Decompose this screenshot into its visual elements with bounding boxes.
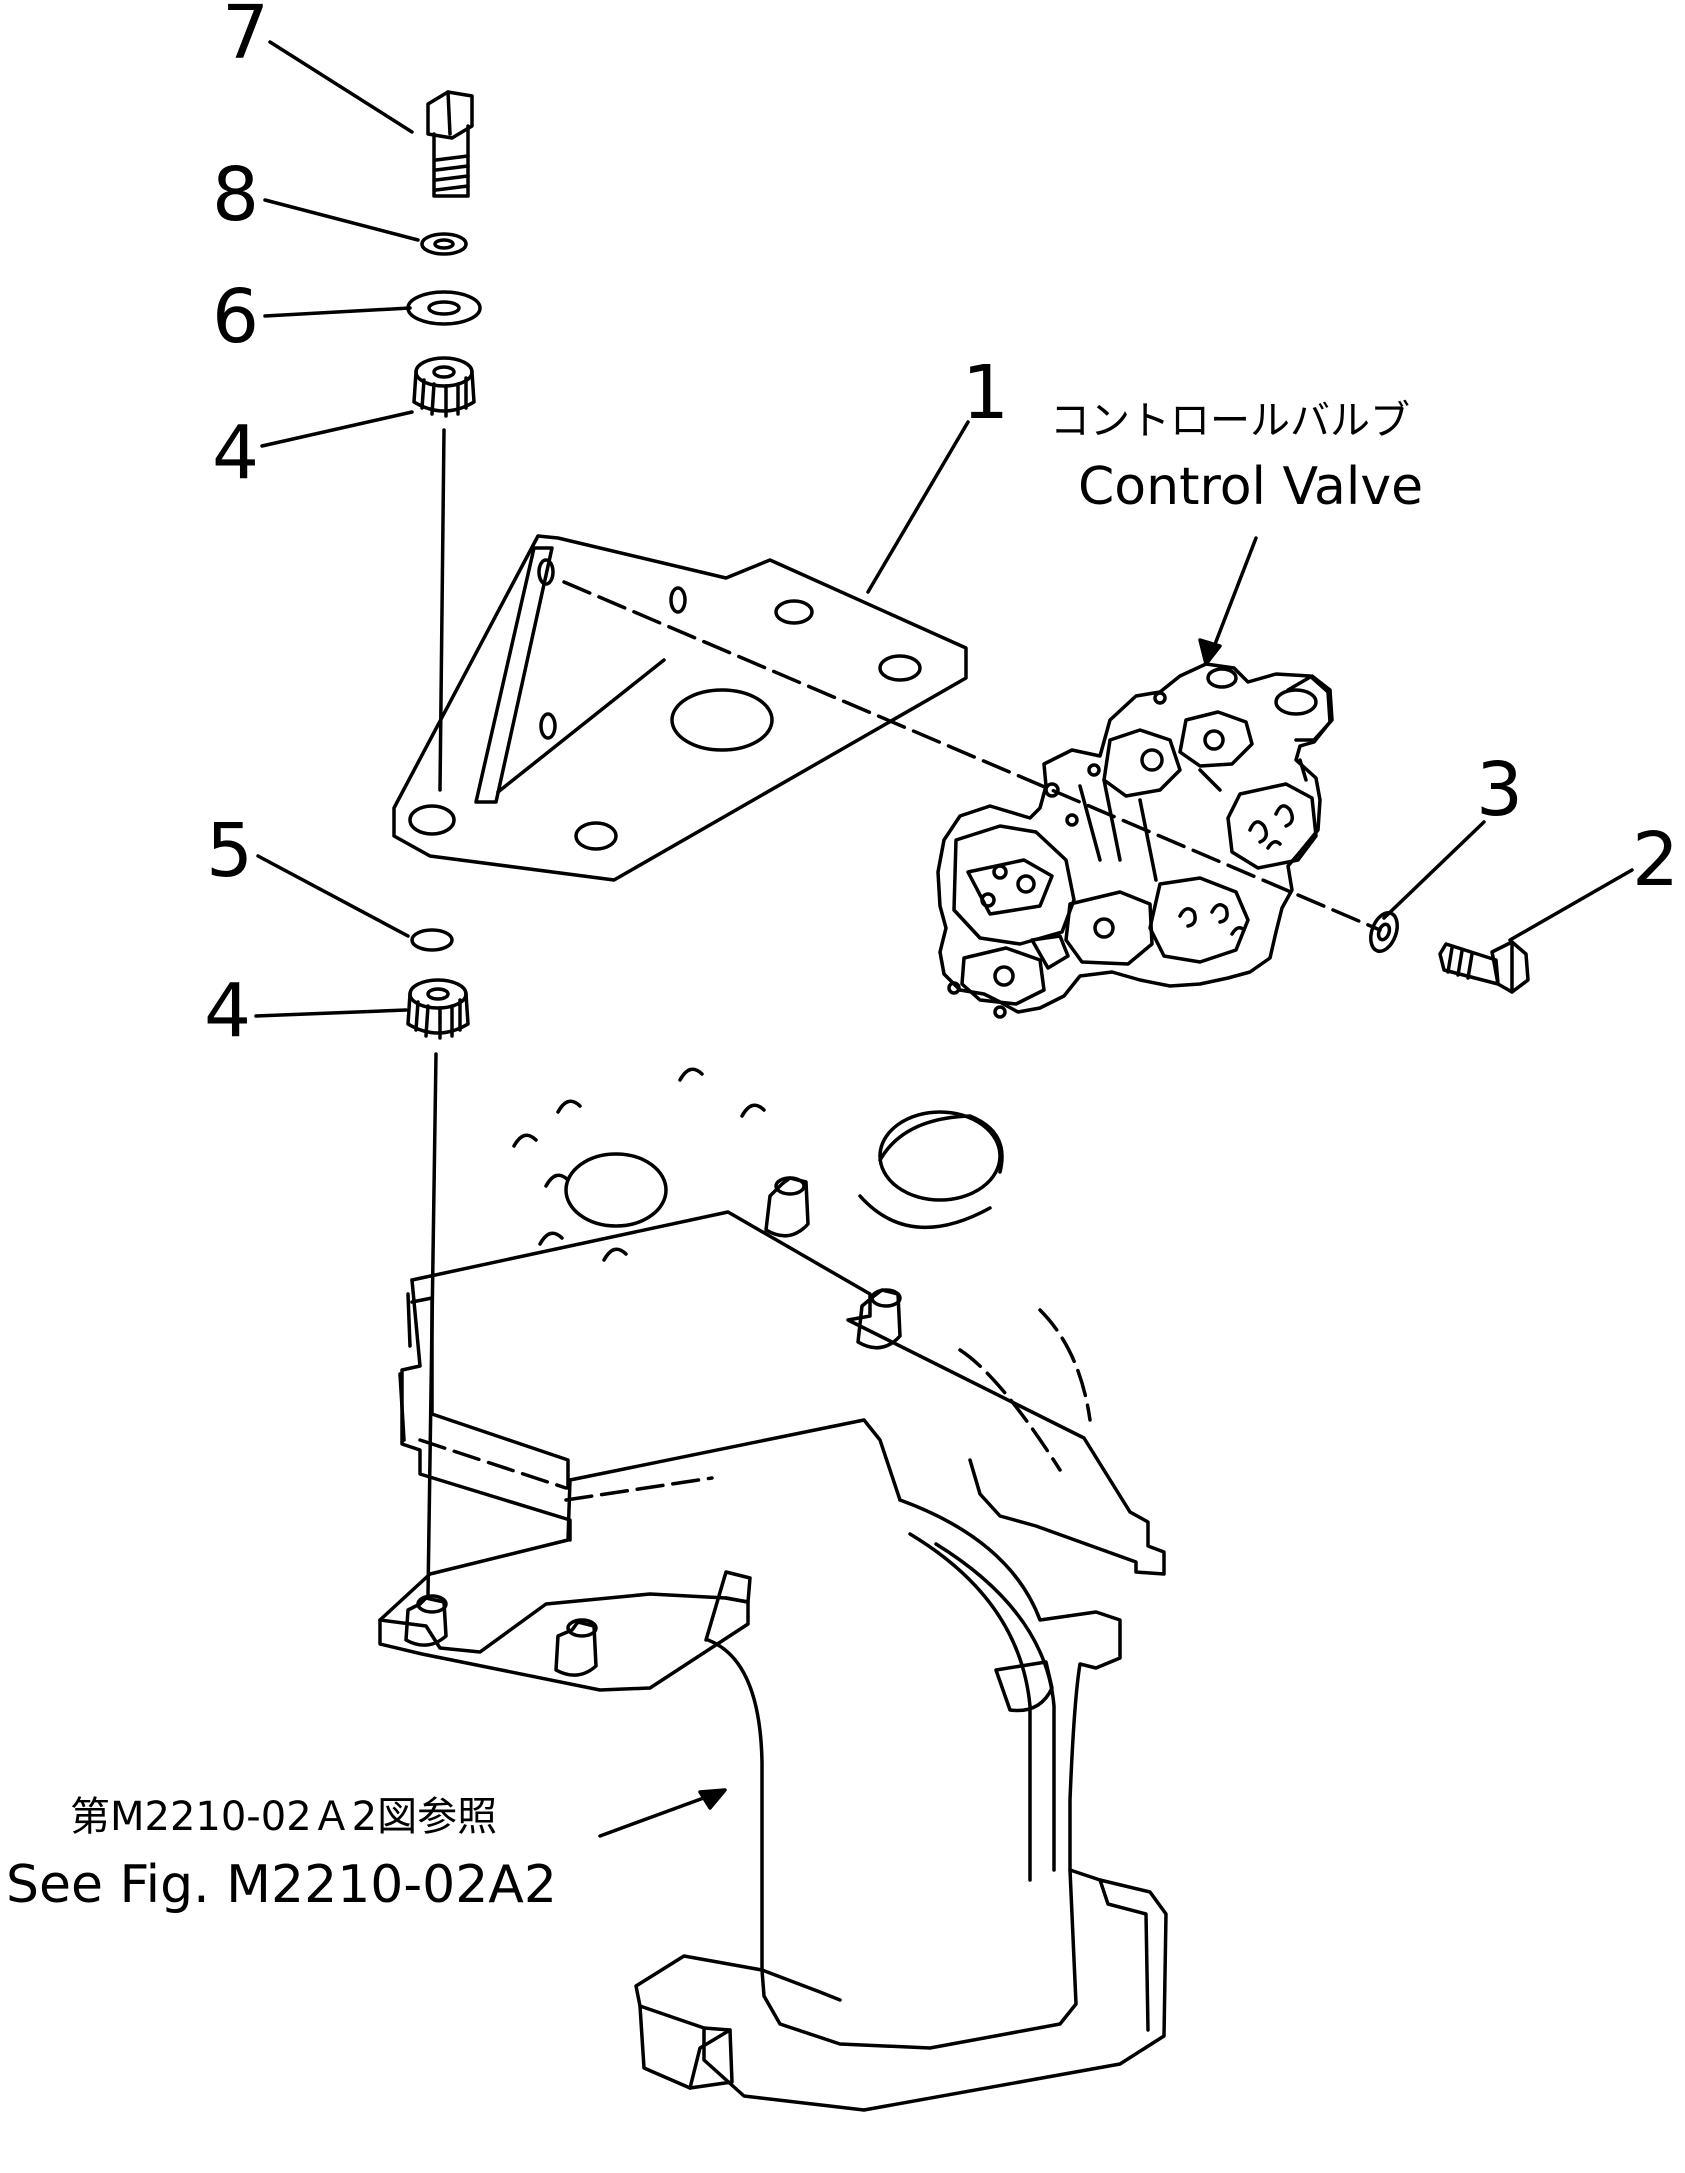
callout-4-lower: 4 <box>204 968 251 1054</box>
rubber-mount-4-upper-icon <box>412 356 476 418</box>
callout-1: 1 <box>962 350 1009 436</box>
callout-7: 7 <box>222 0 269 76</box>
callout-5: 5 <box>206 808 253 894</box>
rubber-mount-4-lower-icon <box>406 978 470 1040</box>
control-valve-label-jp: コントロールバルブ <box>1050 398 1410 444</box>
centerline-upper <box>438 428 446 792</box>
washer-3-icon <box>1369 911 1399 953</box>
bolt-7-icon <box>426 90 474 198</box>
leader-lines <box>254 40 1634 1838</box>
control-valve-label-en: Control Valve <box>1078 457 1423 517</box>
control-valve-icon <box>936 662 1334 1019</box>
reference-label-jp: 第M2210-02Ａ2図参照 <box>70 1794 497 1840</box>
washer-6-icon <box>406 290 482 326</box>
o-ring-5-icon <box>410 928 454 952</box>
reference-label-en: See Fig. M2210-02A2 <box>6 1855 557 1915</box>
callout-3: 3 <box>1476 747 1523 833</box>
callout-2: 2 <box>1632 817 1679 903</box>
washer-8-icon <box>420 232 468 256</box>
callout-4-upper: 4 <box>212 410 259 496</box>
mounting-axis <box>562 580 1382 932</box>
callout-6: 6 <box>212 274 259 360</box>
frame-support-icon <box>378 1067 1168 2112</box>
bolt-2-icon <box>1438 940 1530 994</box>
callout-8: 8 <box>212 152 259 238</box>
bracket-1-icon <box>392 534 968 882</box>
